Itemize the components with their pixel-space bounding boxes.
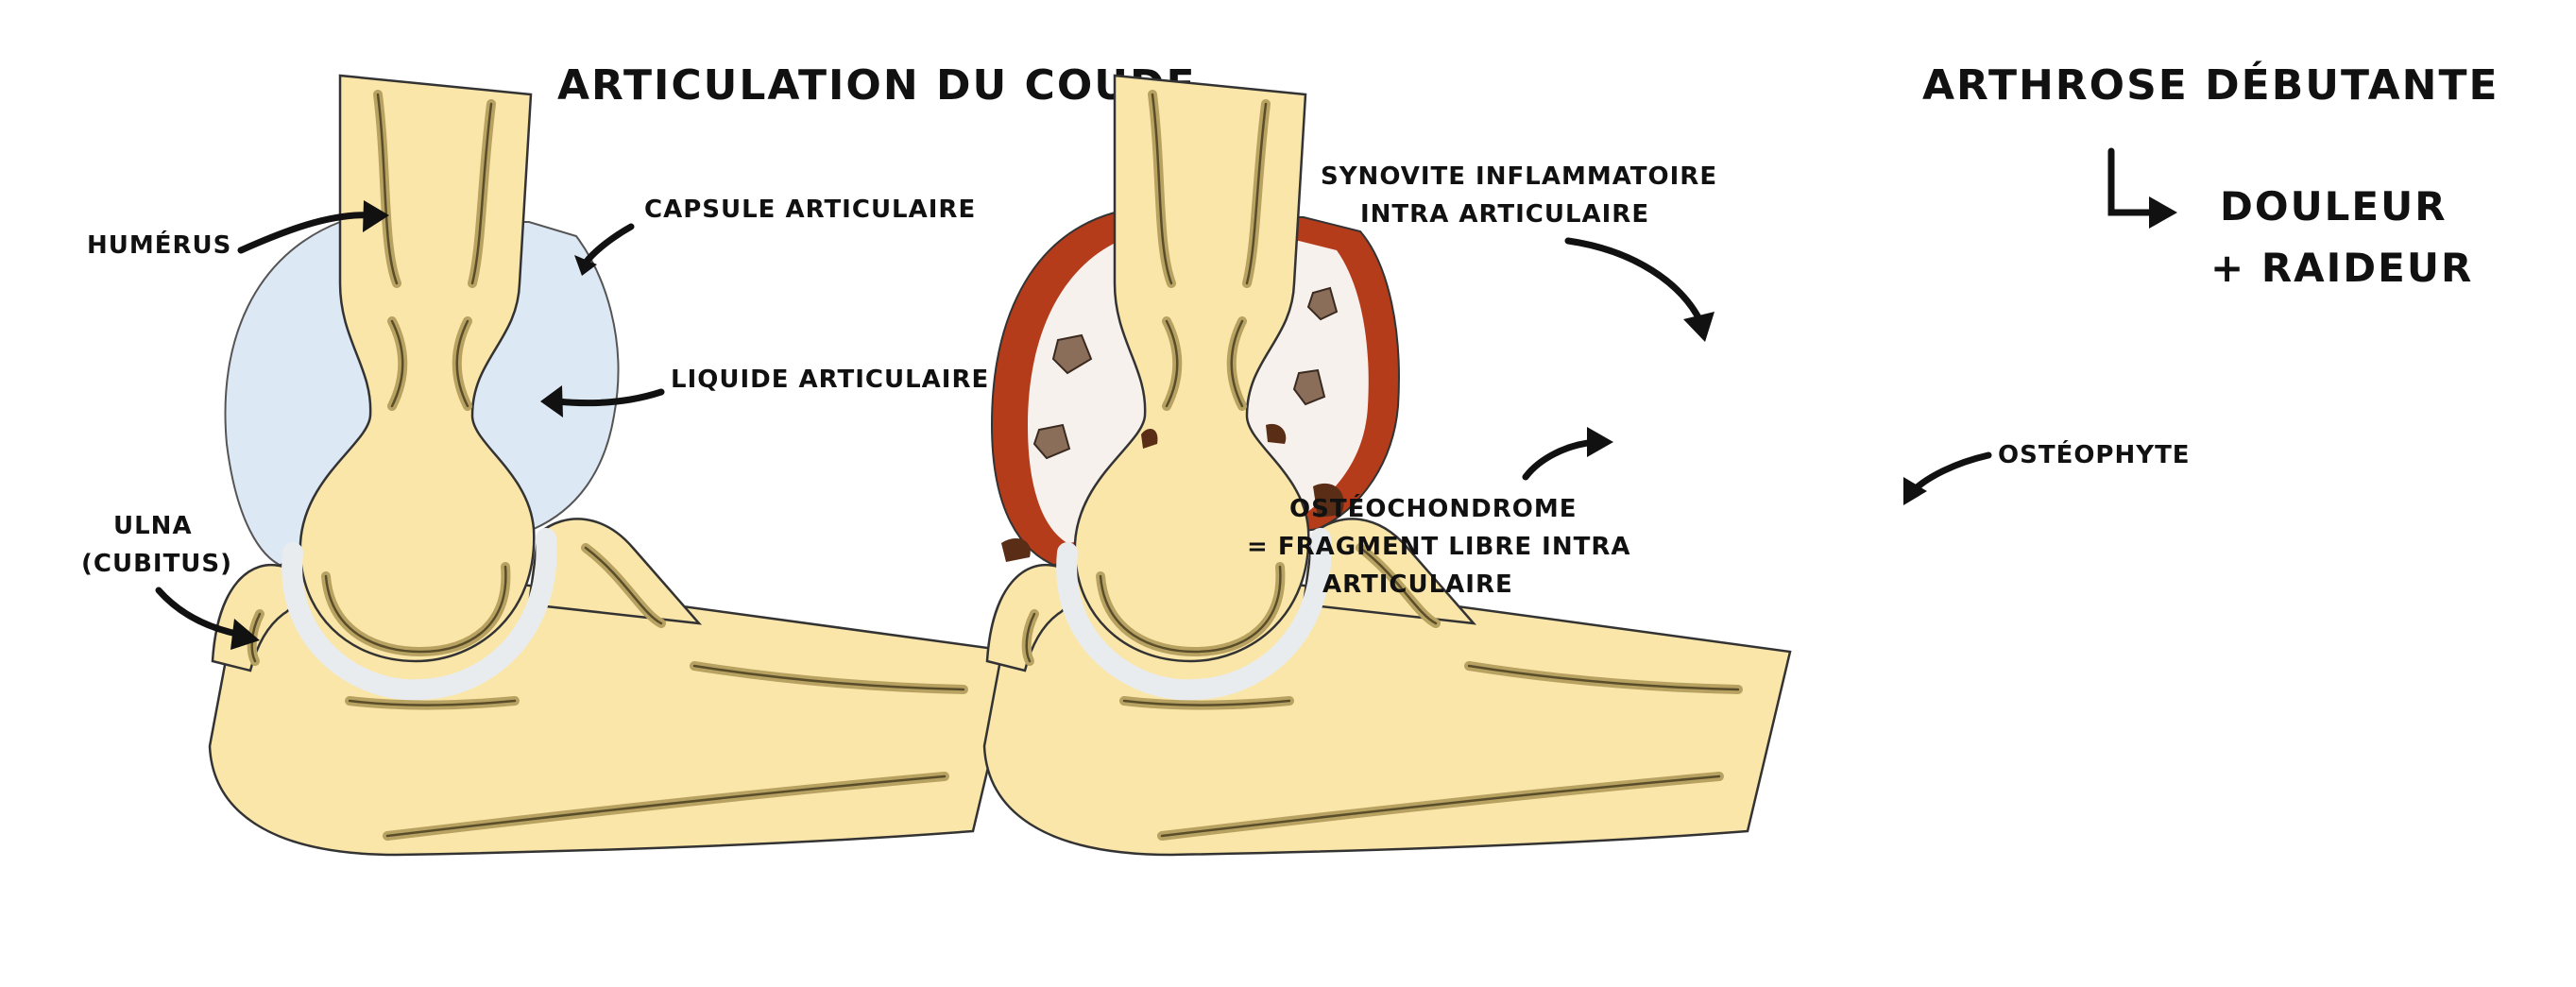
synovite-label: SYNOVITE INFLAMMATOIRE: [1321, 162, 1717, 191]
douleur-text: DOULEUR: [2220, 183, 2448, 230]
humerus-arrow: [237, 212, 377, 254]
articulaire-label: ARTICULAIRE: [1322, 570, 1513, 599]
synovite-arrow: [1564, 237, 1704, 325]
loose-fragments: [1032, 286, 1339, 460]
liquide-label: LIQUIDE ARTICULAIRE: [671, 366, 989, 394]
left-title: ARTICULATION DU COUDE: [557, 61, 1197, 110]
synovite-label-2: INTRA ARTICULAIRE: [1360, 200, 1649, 229]
consequence-arrow: [2107, 147, 2158, 216]
osteophytes: [1001, 423, 1344, 562]
arthrosis-elbow-panel: ARTHROSE DÉBUTANTE DOULEUR + RAIDEUR SYN…: [984, 60, 2499, 855]
liquide-arrow: [554, 388, 665, 407]
capsule-label: CAPSULE ARTICULAIRE: [644, 196, 976, 224]
humerus-label: HUMÉRUS: [87, 230, 231, 260]
right-title: ARTHROSE DÉBUTANTE: [1922, 60, 2499, 110]
osteophyte-label: OSTÉOPHYTE: [1998, 439, 2191, 469]
osteochondrome-arrow: [1522, 438, 1600, 481]
fragment-label: = FRAGMENT LIBRE INTRA: [1247, 533, 1630, 561]
cubitus-label: (CUBITUS): [81, 550, 232, 578]
osteophyte-arrow: [1909, 451, 1992, 495]
capsule-arrow: [582, 223, 635, 266]
osteochondrome-label: OSTÉOCHONDROME: [1289, 493, 1577, 523]
ulna-label: ULNA: [113, 512, 193, 540]
raideur-text: + RAIDEUR: [2210, 245, 2473, 291]
ulna-arrow: [155, 587, 245, 638]
normal-elbow-panel: ARTICULATION DU COUDE HUMÉRUS CAPSULE AR…: [81, 61, 1197, 855]
